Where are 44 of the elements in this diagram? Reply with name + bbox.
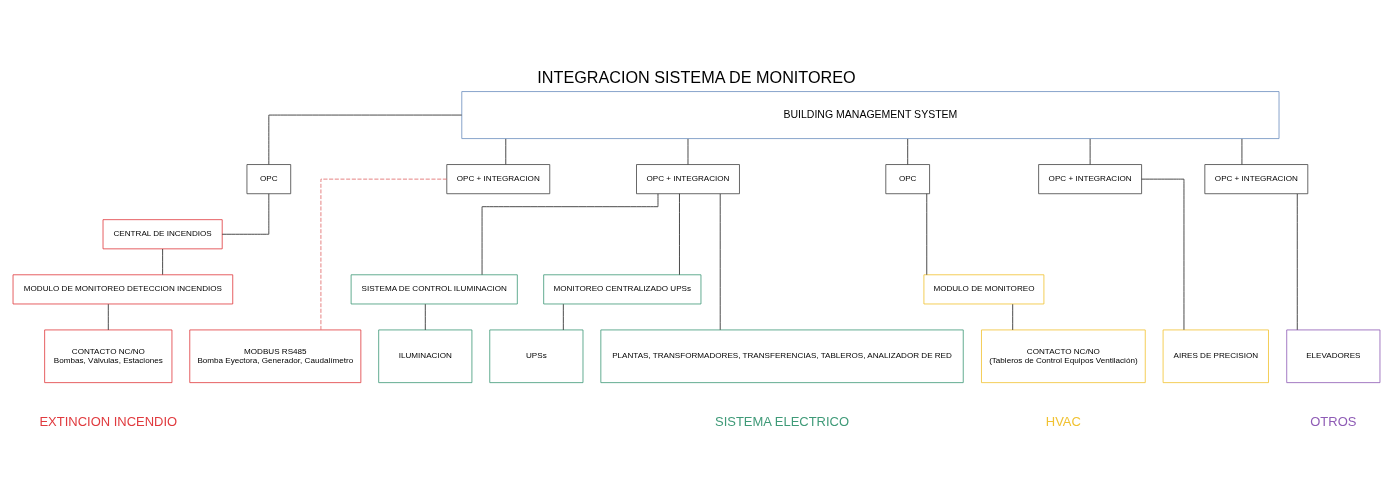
node-box: AIRES DE PRECISION: [1162, 329, 1269, 383]
node-box: OPC + INTEGRACION: [446, 163, 551, 194]
connector: [1141, 178, 1185, 330]
connector: [719, 193, 721, 330]
node-box: BUILDING MANAGEMENT SYSTEM: [461, 90, 1280, 139]
connector: [320, 178, 448, 330]
connector: [424, 303, 426, 330]
connector: [162, 248, 164, 275]
node-box: ELEVADORES: [1286, 329, 1381, 383]
connector: [679, 192, 680, 275]
node-box: MODBUS RS485 Bomba Eyectora, Generador, Caudalímetro: [189, 329, 362, 383]
node-box: ILUMINACION: [378, 329, 473, 383]
connector: [1012, 303, 1014, 330]
connector: [505, 138, 507, 165]
node-box: CENTRAL DE INCENDIOS: [102, 218, 223, 249]
connector: [1241, 138, 1243, 165]
node-box: OPC + INTEGRACION: [1204, 163, 1309, 194]
label: EXTINCION INCENDIO: [39, 413, 178, 429]
node-box: OPC + INTEGRACION: [636, 163, 740, 194]
node-box: SISTEMA DE CONTROL ILUMINACION: [350, 273, 518, 304]
connector: [107, 303, 109, 330]
diagram-title: INTEGRACION SISTEMA DE MONITOREO: [537, 67, 856, 86]
node-box: PLANTAS, TRANSFORMADORES, TRANSFERENCIAS, TABLEROS, ANALIZADOR DE RED: [600, 329, 964, 383]
label: SISTEMA ELECTRICO: [715, 413, 850, 429]
connector: [1296, 193, 1298, 330]
connector: [481, 192, 659, 275]
connector: [562, 303, 564, 330]
label: HVAC: [1045, 413, 1081, 429]
node-box: OPC + INTEGRACION: [1038, 163, 1142, 194]
node-box: MODULO DE MONITOREO DETECCION INCENDIOS: [12, 273, 234, 304]
node-box: UPSs: [489, 329, 584, 383]
node-box: CONTACTO NC/NO (Tableros de Control Equipos Ventilación): [981, 329, 1146, 383]
label: OTROS: [1310, 413, 1357, 429]
node-box: OPC: [885, 163, 930, 194]
connector: [687, 138, 689, 165]
node-box: MONITOREO CENTRALIZADO UPSs: [543, 273, 702, 304]
connector: [268, 114, 463, 165]
connector: [926, 192, 928, 275]
node-box: OPC: [246, 163, 292, 194]
node-box: CONTACTO NC/NO Bombas, Válvulas, Estaciones: [44, 329, 173, 383]
node-box: MODULO DE MONITOREO: [923, 273, 1045, 304]
connector: [1089, 138, 1091, 165]
connector: [221, 193, 270, 235]
connector: [907, 138, 909, 165]
